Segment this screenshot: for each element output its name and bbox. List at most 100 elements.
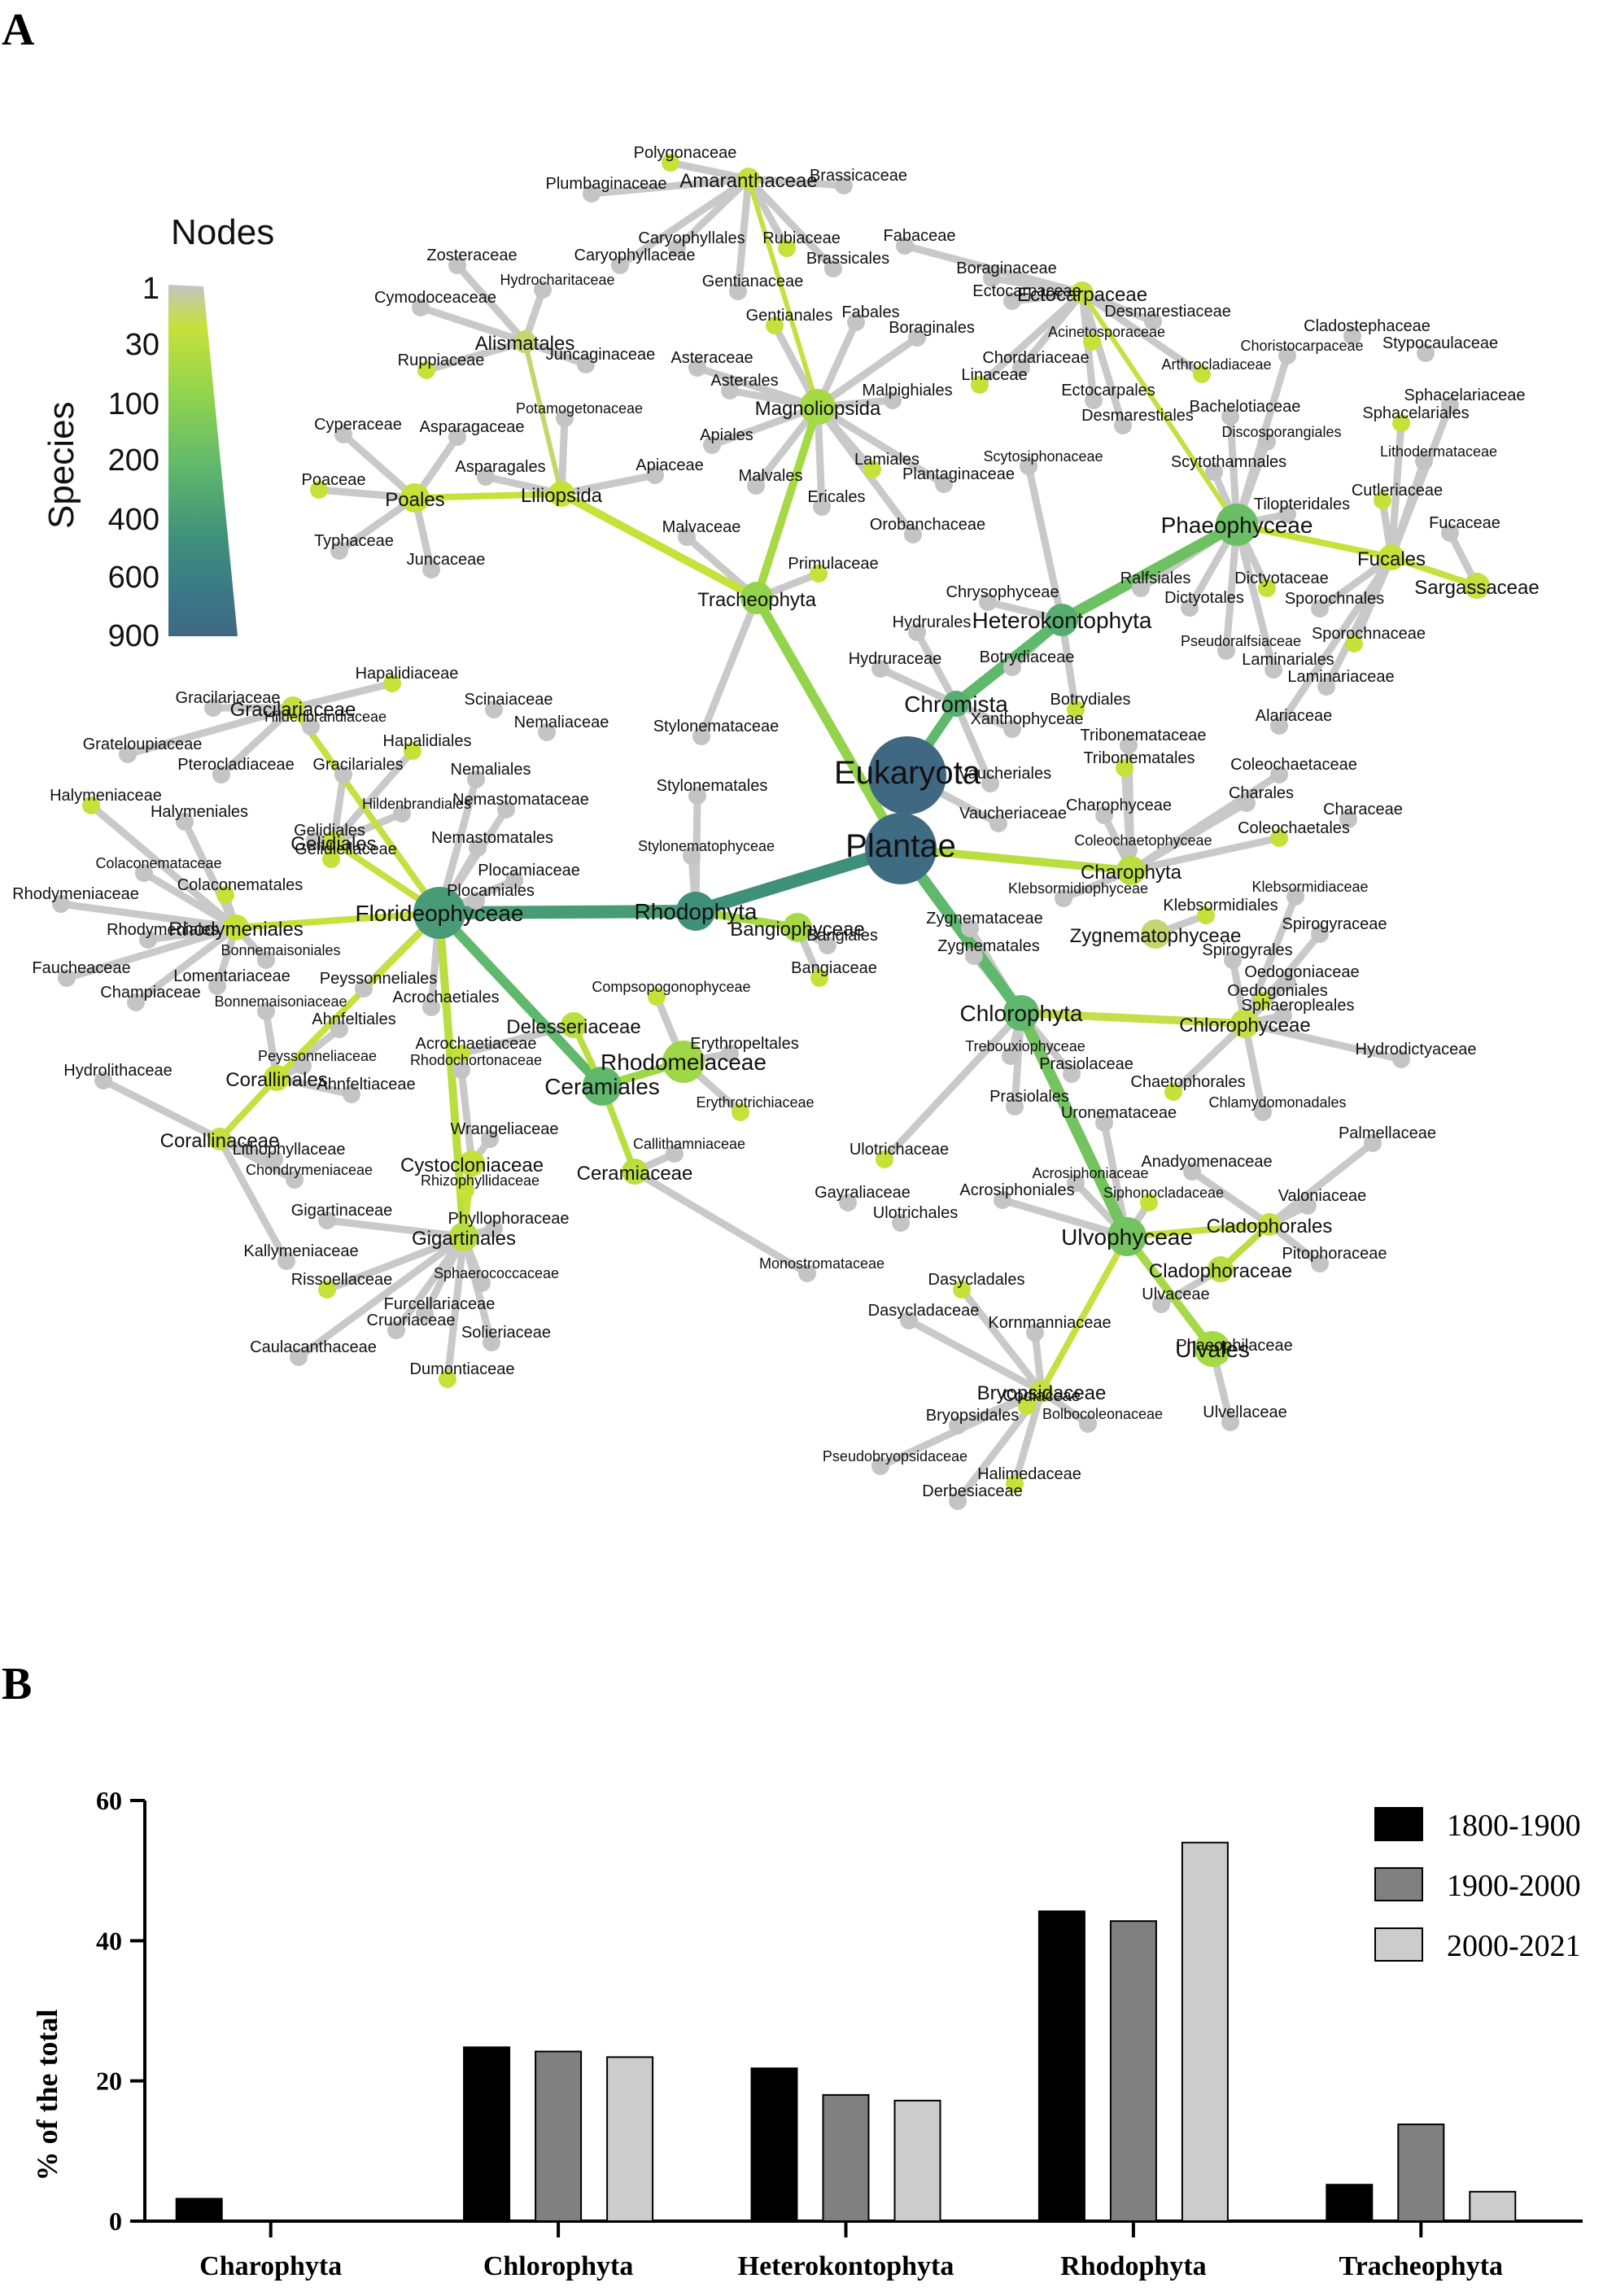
tree-edge-phaeophyceae-fucales bbox=[1234, 522, 1395, 561]
tree-leaf-node bbox=[393, 805, 411, 823]
tree-leaf-edge bbox=[814, 403, 948, 488]
x-tick-label: Chlorophyta bbox=[483, 2251, 634, 2281]
tree-leaf-node bbox=[208, 977, 226, 995]
bar-rhodophyta-1800-1900 bbox=[1037, 1910, 1085, 2222]
tree-edge-florideophyceae-gracilariaceae bbox=[290, 705, 443, 916]
tree-leaf-label: Poaceae bbox=[302, 471, 366, 489]
tree-leaf-label: Prasiolales bbox=[989, 1088, 1069, 1106]
tree-leaf-node bbox=[1020, 457, 1037, 475]
tree-leaf-node bbox=[1003, 658, 1021, 676]
tree-node-label-ceramiales: Ceramiales bbox=[544, 1074, 660, 1099]
tree-leaf-edge bbox=[323, 1216, 468, 1241]
tree-leaf-label: Gayraliaceae bbox=[815, 1184, 911, 1202]
bar-tracheophyta-1800-1900 bbox=[1326, 2184, 1374, 2223]
tree-leaf-label: Malpighiales bbox=[862, 382, 952, 399]
tree-leaf-node bbox=[908, 329, 926, 347]
tree-node-label-gelidiales: Gelidiales bbox=[290, 833, 376, 855]
tree-leaf-node bbox=[556, 409, 574, 427]
tree-node-chlorophyceae bbox=[1230, 1009, 1260, 1038]
y-axis-title: % of the total bbox=[31, 2010, 63, 2181]
tree-leaf-label: Wrangeliaceae bbox=[450, 1120, 558, 1138]
tree-leaf-edge bbox=[339, 430, 419, 502]
tree-leaf-edge bbox=[335, 494, 419, 555]
legend-tick: 30 bbox=[125, 328, 159, 362]
tree-leaf-node bbox=[1197, 906, 1215, 924]
tree-leaf-label: Gigartinaceae bbox=[291, 1202, 393, 1220]
tree-node-label-cladophorales: Cladophorales bbox=[1207, 1216, 1333, 1237]
tree-leaf-label: Dictyotales bbox=[1164, 589, 1244, 607]
tree-leaf-label: Asparagaceae bbox=[420, 418, 525, 436]
tree-leaf-label: Rubiaceae bbox=[762, 229, 841, 247]
tree-node-ulvales bbox=[1195, 1331, 1230, 1367]
tree-leaf-node bbox=[766, 316, 784, 334]
tree-leaf-label: Plantaginaceae bbox=[902, 465, 1015, 483]
tree-edge-ulvophyceae-ulvales bbox=[1123, 1233, 1216, 1353]
tree-leaf-label: Grateloupiaceae bbox=[83, 736, 203, 753]
tree-leaf-node bbox=[1079, 1415, 1097, 1433]
tree-leaf-label: Caryophyllales bbox=[638, 229, 745, 247]
tree-leaf-label: Ericales bbox=[807, 488, 865, 506]
tree-node-label-gracilariaceae: Gracilariaceae bbox=[230, 699, 356, 721]
tree-leaf-label: Apiales bbox=[700, 426, 753, 444]
tree-leaf-label: Spirogyrales bbox=[1202, 941, 1292, 959]
tree-leaf-label: Dasycladaceae bbox=[868, 1302, 980, 1320]
tree-leaf-node bbox=[1221, 1413, 1239, 1431]
tree-leaf-label: Nemaliales bbox=[451, 761, 531, 779]
tree-leaf-label: Boraginales bbox=[889, 319, 975, 337]
tree-leaf-label: Solieriaceae bbox=[461, 1324, 551, 1342]
tree-leaf-label: Charophyceae bbox=[1066, 797, 1172, 814]
tree-leaf-node bbox=[417, 361, 435, 379]
tree-leaf-node bbox=[318, 1211, 336, 1229]
tree-leaf-node bbox=[747, 477, 765, 495]
tree-leaf-node bbox=[1254, 1103, 1272, 1121]
tree-leaf-node bbox=[1270, 717, 1288, 735]
tree-leaf-label: Hydrolithaceae bbox=[63, 1062, 172, 1080]
tree-leaf-label: Stylonematophyceae bbox=[638, 838, 775, 854]
tree-leaf-label: Valoniaceae bbox=[1278, 1187, 1367, 1205]
tree-leaf-label: Ectocarpales bbox=[1061, 382, 1155, 399]
tree-node-cladophorales bbox=[1258, 1213, 1281, 1236]
tree-leaf-label: Apiaceae bbox=[636, 456, 703, 474]
tree-leaf-node bbox=[732, 1103, 749, 1121]
tree-leaf-node bbox=[1183, 1163, 1201, 1181]
y-tick-label: 40 bbox=[96, 1926, 122, 1955]
tree-leaf-label: Desmarestiales bbox=[1081, 407, 1194, 425]
tree-leaf-label: Coleochaetaceae bbox=[1230, 756, 1357, 774]
tree-leaf-edge bbox=[417, 303, 529, 346]
tree-leaf-node bbox=[1311, 1255, 1329, 1272]
tree-leaf-label: Callithamniaceae bbox=[633, 1136, 745, 1152]
tree-leaf-edge bbox=[289, 679, 396, 712]
tree-edge-tracheophyta-liliopsida bbox=[557, 490, 761, 602]
tree-leaf-edge bbox=[958, 1285, 1046, 1395]
tree-leaf-label: Gentianales bbox=[746, 307, 833, 325]
tree-leaf-node bbox=[139, 931, 157, 949]
tree-leaf-node bbox=[343, 1085, 360, 1103]
tree-leaf-label: Coleochaetales bbox=[1238, 819, 1350, 837]
tree-leaf-label: Tilopteridales bbox=[1254, 495, 1350, 513]
tree-leaf-label: Acinetosporaceae bbox=[1048, 324, 1165, 340]
tree-leaf-label: Hapalidiaceae bbox=[356, 665, 459, 683]
tree-node-gigartinales bbox=[449, 1222, 478, 1251]
tree-leaf-label: Furcellariaceae bbox=[384, 1295, 496, 1313]
tree-leaf-edge bbox=[1169, 1019, 1249, 1096]
tree-leaf-node bbox=[467, 892, 485, 910]
tree-leaf-label: Laminariaceae bbox=[1287, 668, 1394, 686]
tree-leaf-edge bbox=[876, 665, 960, 708]
tree-leaf-node bbox=[648, 988, 666, 1006]
tree-leaf-edge bbox=[1011, 1387, 1046, 1488]
tree-leaf-node bbox=[1114, 417, 1132, 434]
tree-leaf-label: Champiaceae bbox=[100, 984, 200, 1002]
tree-leaf-node bbox=[1181, 599, 1199, 617]
tree-leaf-node bbox=[965, 947, 983, 965]
tree-leaf-label: Orobanchaceae bbox=[870, 516, 985, 534]
tree-leaf-label: Tribonematales bbox=[1083, 749, 1195, 767]
tree-leaf-node bbox=[981, 775, 999, 792]
tree-node-corallinaceae bbox=[208, 1128, 231, 1150]
tree-leaf-node bbox=[412, 299, 430, 316]
tree-leaf-label: Scinaiaceae bbox=[465, 691, 553, 709]
tree-leaf-node bbox=[961, 919, 979, 937]
tree-leaf-label: Fabaceae bbox=[884, 227, 956, 245]
tree-leaf-label: Sphaerococcaceae bbox=[434, 1265, 559, 1281]
tree-leaf-node bbox=[949, 1492, 967, 1510]
